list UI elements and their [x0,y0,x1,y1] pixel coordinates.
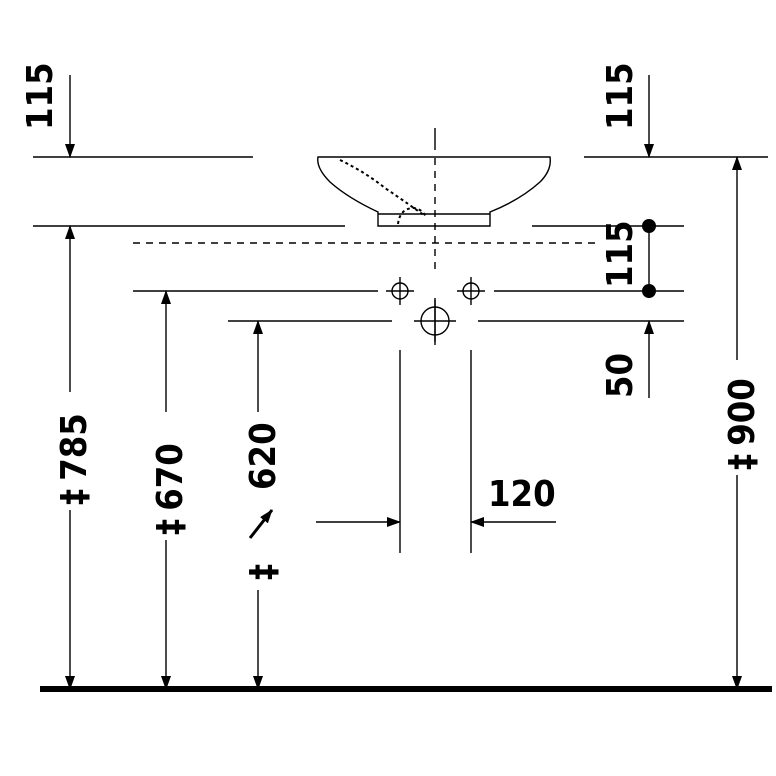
approx-symbol: ‡ [722,454,763,470]
basin-inner-dotted [339,159,426,217]
approx-symbol: ‡ [150,519,191,535]
tap-hole-right [457,277,485,305]
dim-right-115: 115 [600,220,641,288]
dim-670: ‡670 [150,443,191,535]
approx-symbol: ‡ [54,489,95,505]
dim-620-approx: ‡ [243,564,284,580]
dim-right-50: 50 [600,353,641,398]
dim-785: ‡785 [54,413,95,505]
dim-top-right-115: 115 [600,62,641,130]
dot-upper [642,219,656,233]
drain-hole [414,300,456,342]
drain-cup-dotted [397,206,427,225]
dot-lower [642,284,656,298]
dim-top-left-115: 115 [20,62,61,130]
dim-620-pointer-arrow [248,509,274,539]
dim-900: ‡900 [722,378,763,470]
dim-120: 120 [488,474,556,515]
basin-outline [317,156,551,227]
dim-620: 620 [243,422,284,490]
tap-hole-left [386,277,414,305]
